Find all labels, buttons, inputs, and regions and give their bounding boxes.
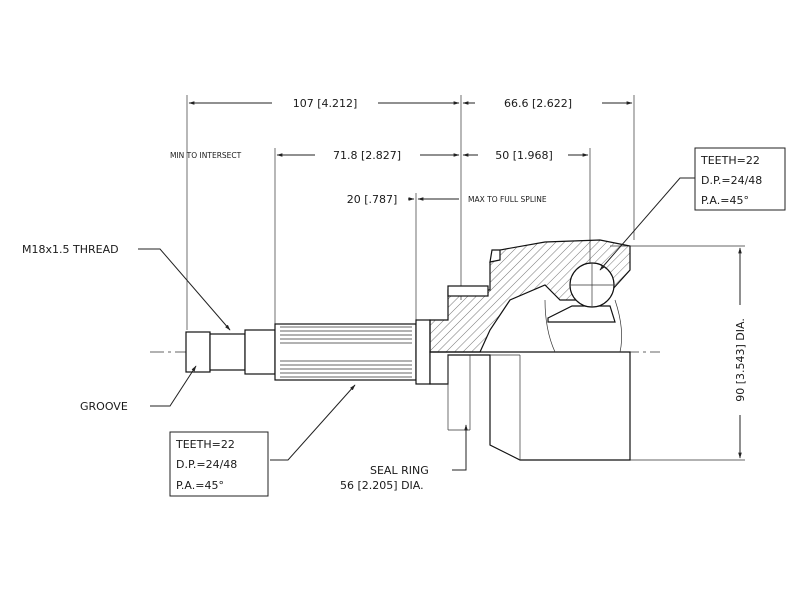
bell-housing xyxy=(429,351,631,461)
cage-section xyxy=(547,305,616,323)
shaft-neck xyxy=(244,329,276,375)
seal-ring-groove xyxy=(447,285,489,297)
spec-bottom-pa: P.A.=45° xyxy=(176,479,224,492)
spline-lines xyxy=(280,326,412,378)
dim-overall-left: 107 [4.212] xyxy=(293,97,358,110)
label-thread: M18x1.5 THREAD xyxy=(22,243,119,256)
label-groove: GROOVE xyxy=(80,400,128,413)
boot-clip xyxy=(489,249,501,263)
leader-lines xyxy=(138,177,695,471)
spec-top-pa: P.A.=45° xyxy=(701,194,749,207)
dim-max-to-full-spline: MAX TO FULL SPLINE xyxy=(468,195,547,204)
cv-joint-body xyxy=(185,239,631,461)
spec-box-bottom: TEETH=22 D.P.=24/48 P.A.=45° xyxy=(169,431,269,497)
spec-bottom-teeth: TEETH=22 xyxy=(175,438,235,451)
dim-short-length: 20 [.787] xyxy=(347,193,398,206)
dim-overall-right: 66.6 [2.622] xyxy=(504,97,572,110)
thread-section xyxy=(209,333,246,371)
spec-top-dp: D.P.=24/48 xyxy=(701,174,762,187)
label-seal-ring-dia: 56 [2.205] DIA. xyxy=(340,479,424,492)
dim-right-length: 50 [1.968] xyxy=(495,149,553,162)
dim-diameter: 90 [3.543] DIA. xyxy=(734,318,747,402)
label-seal-ring: SEAL RING xyxy=(370,464,429,477)
spec-top-teeth: TEETH=22 xyxy=(700,154,760,167)
spec-box-top: TEETH=22 D.P.=24/48 P.A.=45° xyxy=(694,147,786,211)
extension-lines xyxy=(150,95,745,461)
shaft-collar xyxy=(415,319,431,385)
dimension-lines xyxy=(188,101,742,459)
dim-spline-length: 71.8 [2.827] xyxy=(333,149,401,162)
thread-stub xyxy=(185,331,211,373)
spec-bottom-dp: D.P.=24/48 xyxy=(176,458,237,471)
dim-min-to-intersect: MIN TO INTERSECT xyxy=(170,151,242,160)
spline-shaft xyxy=(274,323,417,381)
